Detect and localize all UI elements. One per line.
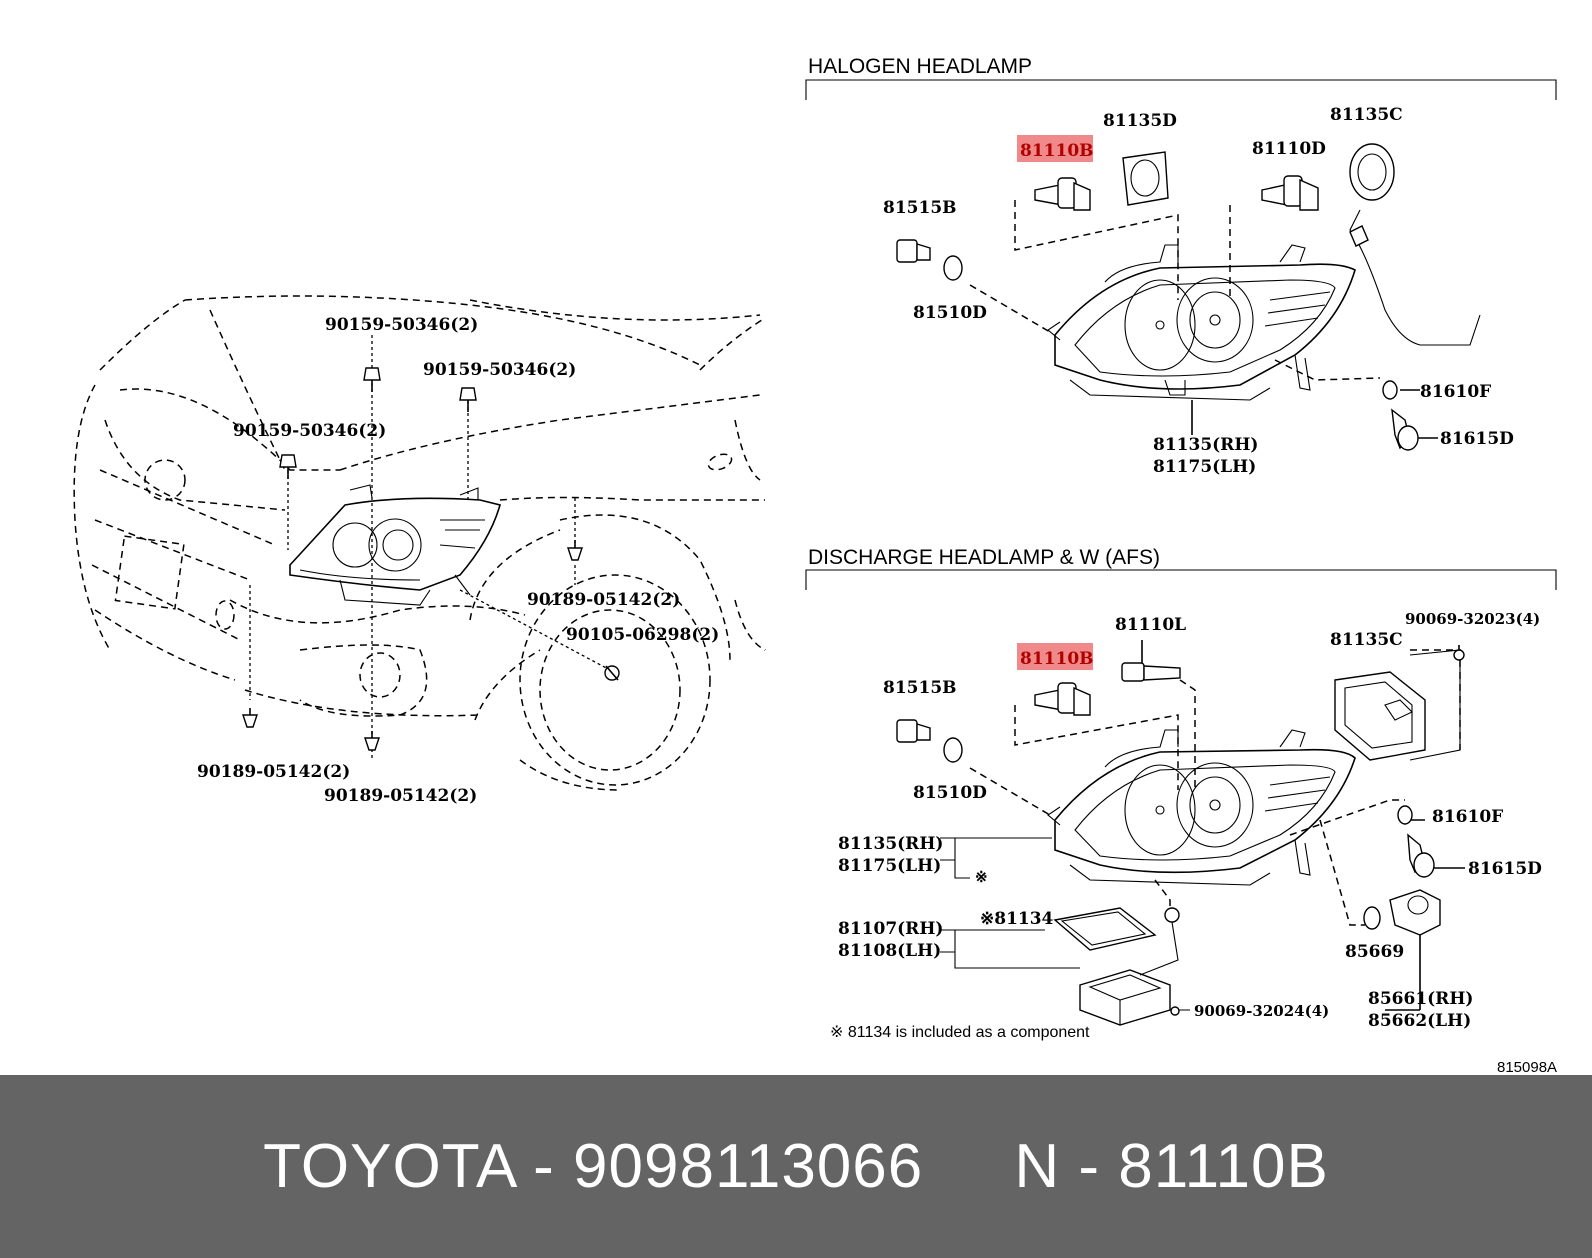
discharge-bulb-icon [1034, 682, 1091, 716]
section-title-discharge: DISCHARGE HEADLAMP & W (AFS) [808, 546, 1160, 569]
halogen-bulb-low-icon [1034, 177, 1091, 211]
discharge-unit-rh-label: 81135(RH) [838, 834, 943, 854]
discharge-bulb-turn-label: 81610F [1432, 807, 1503, 827]
discharge-socket-side-label: 81515B [883, 678, 957, 698]
halogen-bulb-high-icon [1261, 175, 1319, 211]
footnote: ※ 81134 is included as a component [830, 1024, 1090, 1041]
bolt-label: 90159-50346(2) [423, 360, 576, 380]
bolt-icon [459, 387, 477, 412]
screw-icon [1453, 645, 1465, 661]
part-number-caption: TOYOTA - 9098113066 N - 81110B [263, 1132, 1329, 1201]
halogen-cover-high-icon [1349, 143, 1481, 346]
discharge-unit-lh-label: 81175(LH) [838, 856, 941, 876]
igniter-rh-label: 85661(RH) [1368, 989, 1473, 1009]
bolt-icon [363, 367, 381, 392]
vehicle-front-illustration [73, 295, 766, 791]
bolt-icon [279, 454, 297, 479]
ballast-icon [1079, 907, 1180, 1026]
highlight-box [1017, 135, 1093, 162]
bolt-label: 90159-50346(2) [233, 421, 386, 441]
o-ring-icon [1363, 906, 1381, 930]
clip-label: 90189-05142(2) [197, 762, 350, 782]
ballast-lh-label: 81108(LH) [838, 941, 941, 961]
discharge-bulb-side-label: 81510D [913, 783, 987, 803]
halogen-socket-turn-icon [1391, 408, 1419, 451]
section-bracket [805, 79, 1557, 100]
discharge-bulb-turn-icon [1397, 805, 1413, 825]
gasket-label: ※81134 [980, 909, 1054, 929]
halogen-cover-low-icon [1122, 151, 1169, 206]
halogen-socket-side-icon [896, 239, 931, 263]
clip-label: 90189-05142(2) [324, 786, 477, 806]
screw-icon [604, 665, 620, 681]
parts-diagram: 90159-50346(2) 90159-50346(2) 90159-5034… [73, 55, 1557, 1075]
halogen-cover-low-label: 81135D [1103, 111, 1177, 131]
ballast-screw-label: 90069-32024(4) [1194, 1002, 1329, 1020]
discharge-socket-turn-icon [1407, 833, 1435, 878]
discharge-hid-bulb-icon [1121, 640, 1181, 682]
halogen-unit-rh-label: 81135(RH) [1153, 435, 1258, 455]
gasket-icon [1053, 907, 1157, 951]
highlight-box [1017, 643, 1093, 670]
discharge-bulb-side-icon [943, 737, 963, 763]
igniter-icon [1389, 889, 1441, 936]
halogen-bulb-turn-icon [1382, 380, 1398, 400]
screw-icon [1170, 1006, 1180, 1016]
screw-label: 90105-06298(2) [566, 625, 719, 645]
ballast-rh-label: 81107(RH) [838, 919, 943, 939]
halogen-bulb-low-label[interactable]: 81110B [1020, 141, 1094, 161]
halogen-socket-side-label: 81515B [883, 198, 957, 218]
bolt-label: 90159-50346(2) [325, 315, 478, 335]
halogen-bulb-turn-label: 81610F [1420, 382, 1491, 402]
halogen-unit-lh-label: 81175(LH) [1153, 457, 1256, 477]
clip-label: 90189-05142(2) [527, 590, 680, 610]
footer-bar: TOYOTA - 9098113066 N - 81110B [0, 1075, 1592, 1258]
discharge-cover-icon [1334, 649, 1461, 761]
halogen-bulb-high-label: 81110D [1252, 139, 1326, 159]
igniter-lh-label: 85662(LH) [1368, 1011, 1471, 1031]
halogen-bulb-side-label: 81510D [913, 303, 987, 323]
halogen-socket-turn-label: 81615D [1440, 429, 1514, 449]
discharge-hid-bulb-label: 81110L [1115, 615, 1186, 635]
discharge-cover-label: 81135C [1330, 630, 1403, 650]
o-ring-label: 85669 [1345, 942, 1404, 962]
section-bracket [805, 569, 1557, 590]
discharge-socket-turn-label: 81615D [1468, 859, 1542, 879]
discharge-headlamp-illustration [940, 649, 1465, 1011]
cover-screw-label: 90069-32023(4) [1405, 610, 1540, 628]
clip-icon [364, 731, 380, 751]
halogen-headlamp-illustration [969, 200, 1438, 439]
section-title-halogen: HALOGEN HEADLAMP [808, 55, 1032, 78]
discharge-bulb-label[interactable]: 81110B [1020, 649, 1094, 669]
discharge-socket-side-icon [896, 719, 931, 743]
clip-icon [242, 708, 258, 728]
diagram-code: 815098A [1497, 1059, 1557, 1075]
clip-icon [567, 540, 583, 561]
halogen-bulb-side-icon [943, 255, 963, 281]
halogen-cover-high-label: 81135C [1330, 105, 1403, 125]
unit-note-mark: ※ [975, 868, 988, 886]
